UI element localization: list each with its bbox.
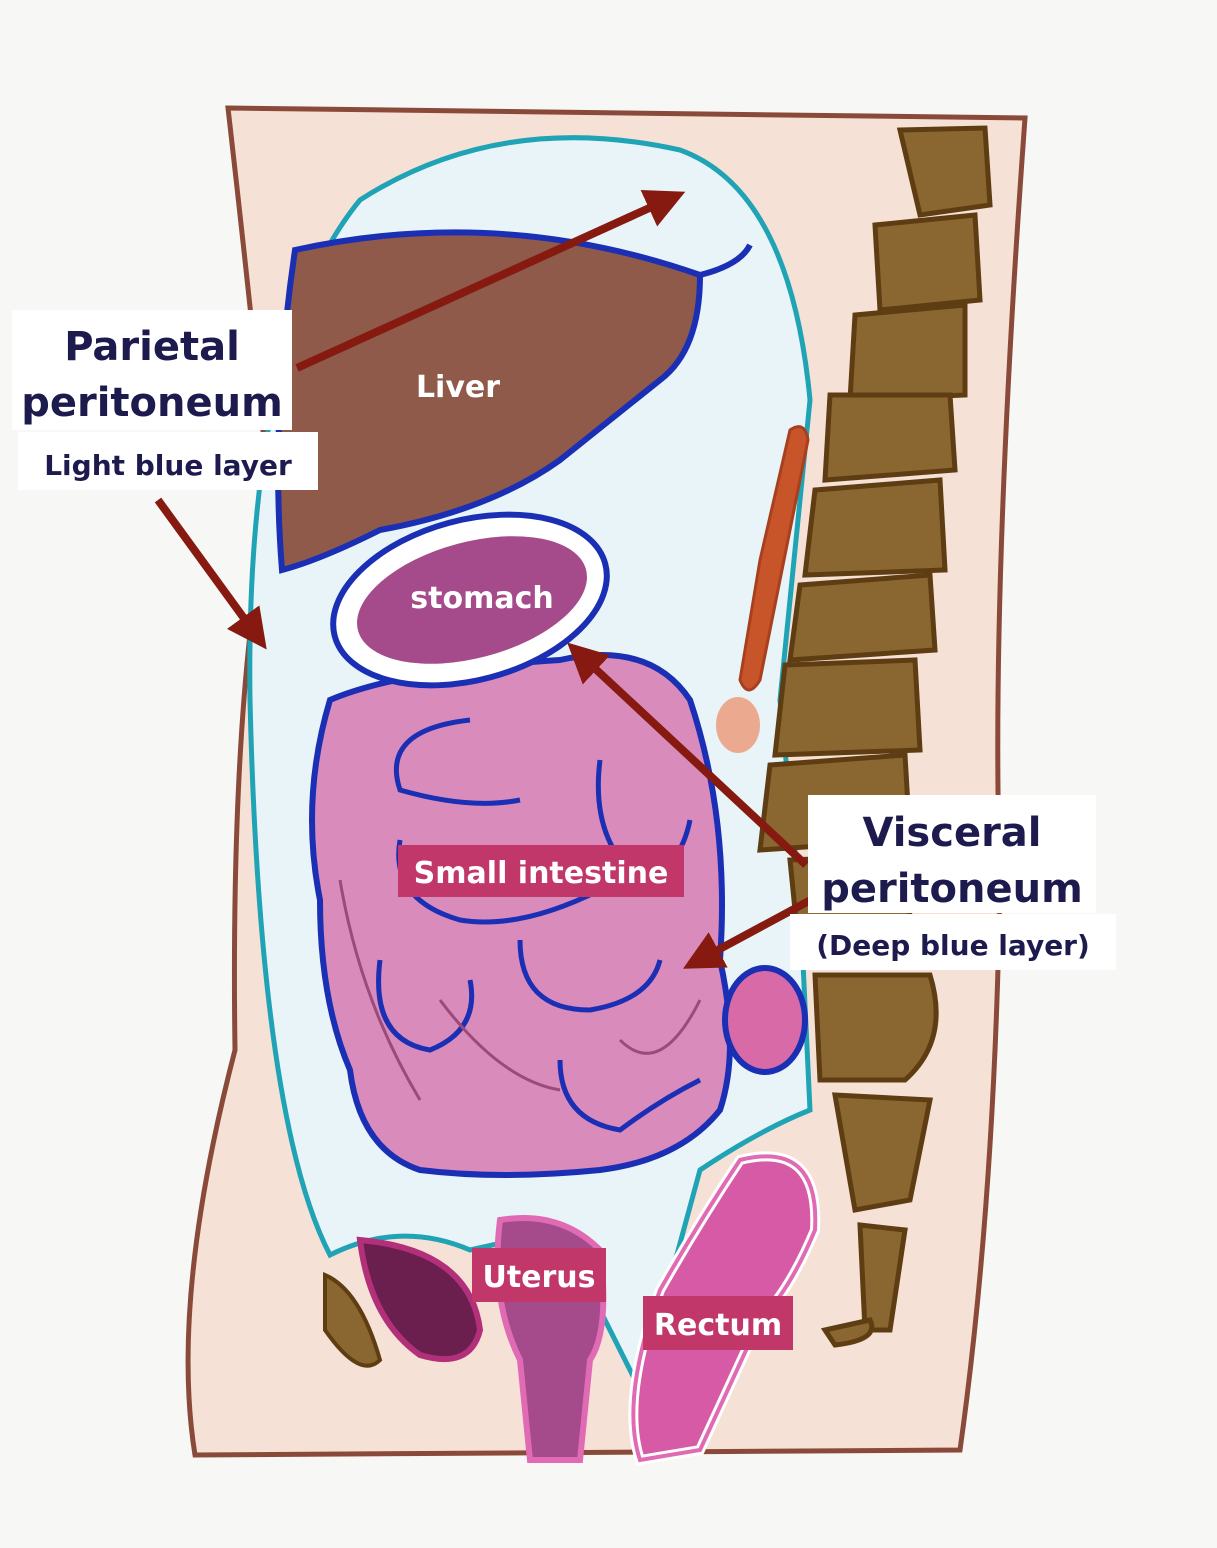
lymph-node	[716, 697, 760, 753]
uterus-box	[472, 1248, 606, 1302]
arrow-visceral-stomach	[567, 642, 809, 868]
arrow-parietal-side	[154, 497, 267, 650]
visceral-title-line-2: peritoneum	[821, 866, 1083, 912]
parietal-subtitle: Light blue layer	[44, 449, 292, 482]
rectum-label: Rectum	[654, 1308, 782, 1343]
rectum-box	[643, 1296, 793, 1350]
arrows	[154, 190, 822, 969]
arrow-visceral-intestine	[682, 891, 822, 969]
liver	[275, 229, 704, 574]
intestine-inner-lines	[338, 879, 702, 1101]
arrow-parietal-top	[295, 190, 686, 372]
parietal-label-box	[12, 310, 292, 430]
pubic-bone	[323, 1271, 383, 1368]
uterus-label: Uterus	[482, 1260, 595, 1295]
stomach-inner	[357, 536, 587, 664]
parietal-title-line-2: peritoneum	[21, 380, 283, 426]
rectum-outline	[631, 1154, 818, 1463]
kidney	[722, 965, 808, 1075]
liver-label: Liver	[416, 370, 500, 405]
spine	[757, 125, 993, 1348]
visceral-subtitle: (Deep blue layer)	[816, 929, 1090, 962]
stomach-label: stomach	[410, 581, 553, 616]
parietal-sub-box	[18, 432, 318, 490]
aorta	[738, 425, 810, 692]
parietal-title-line-1: Parietal	[64, 324, 240, 370]
small-intestine-label: Small intestine	[414, 856, 669, 891]
visceral-label-box	[808, 795, 1096, 913]
visceral-sub-box	[790, 914, 1116, 970]
bladder	[356, 1236, 484, 1363]
liver-ligament	[699, 243, 753, 278]
small-intestine-box	[398, 845, 684, 897]
visceral-title-line-1: Visceral	[862, 810, 1041, 856]
